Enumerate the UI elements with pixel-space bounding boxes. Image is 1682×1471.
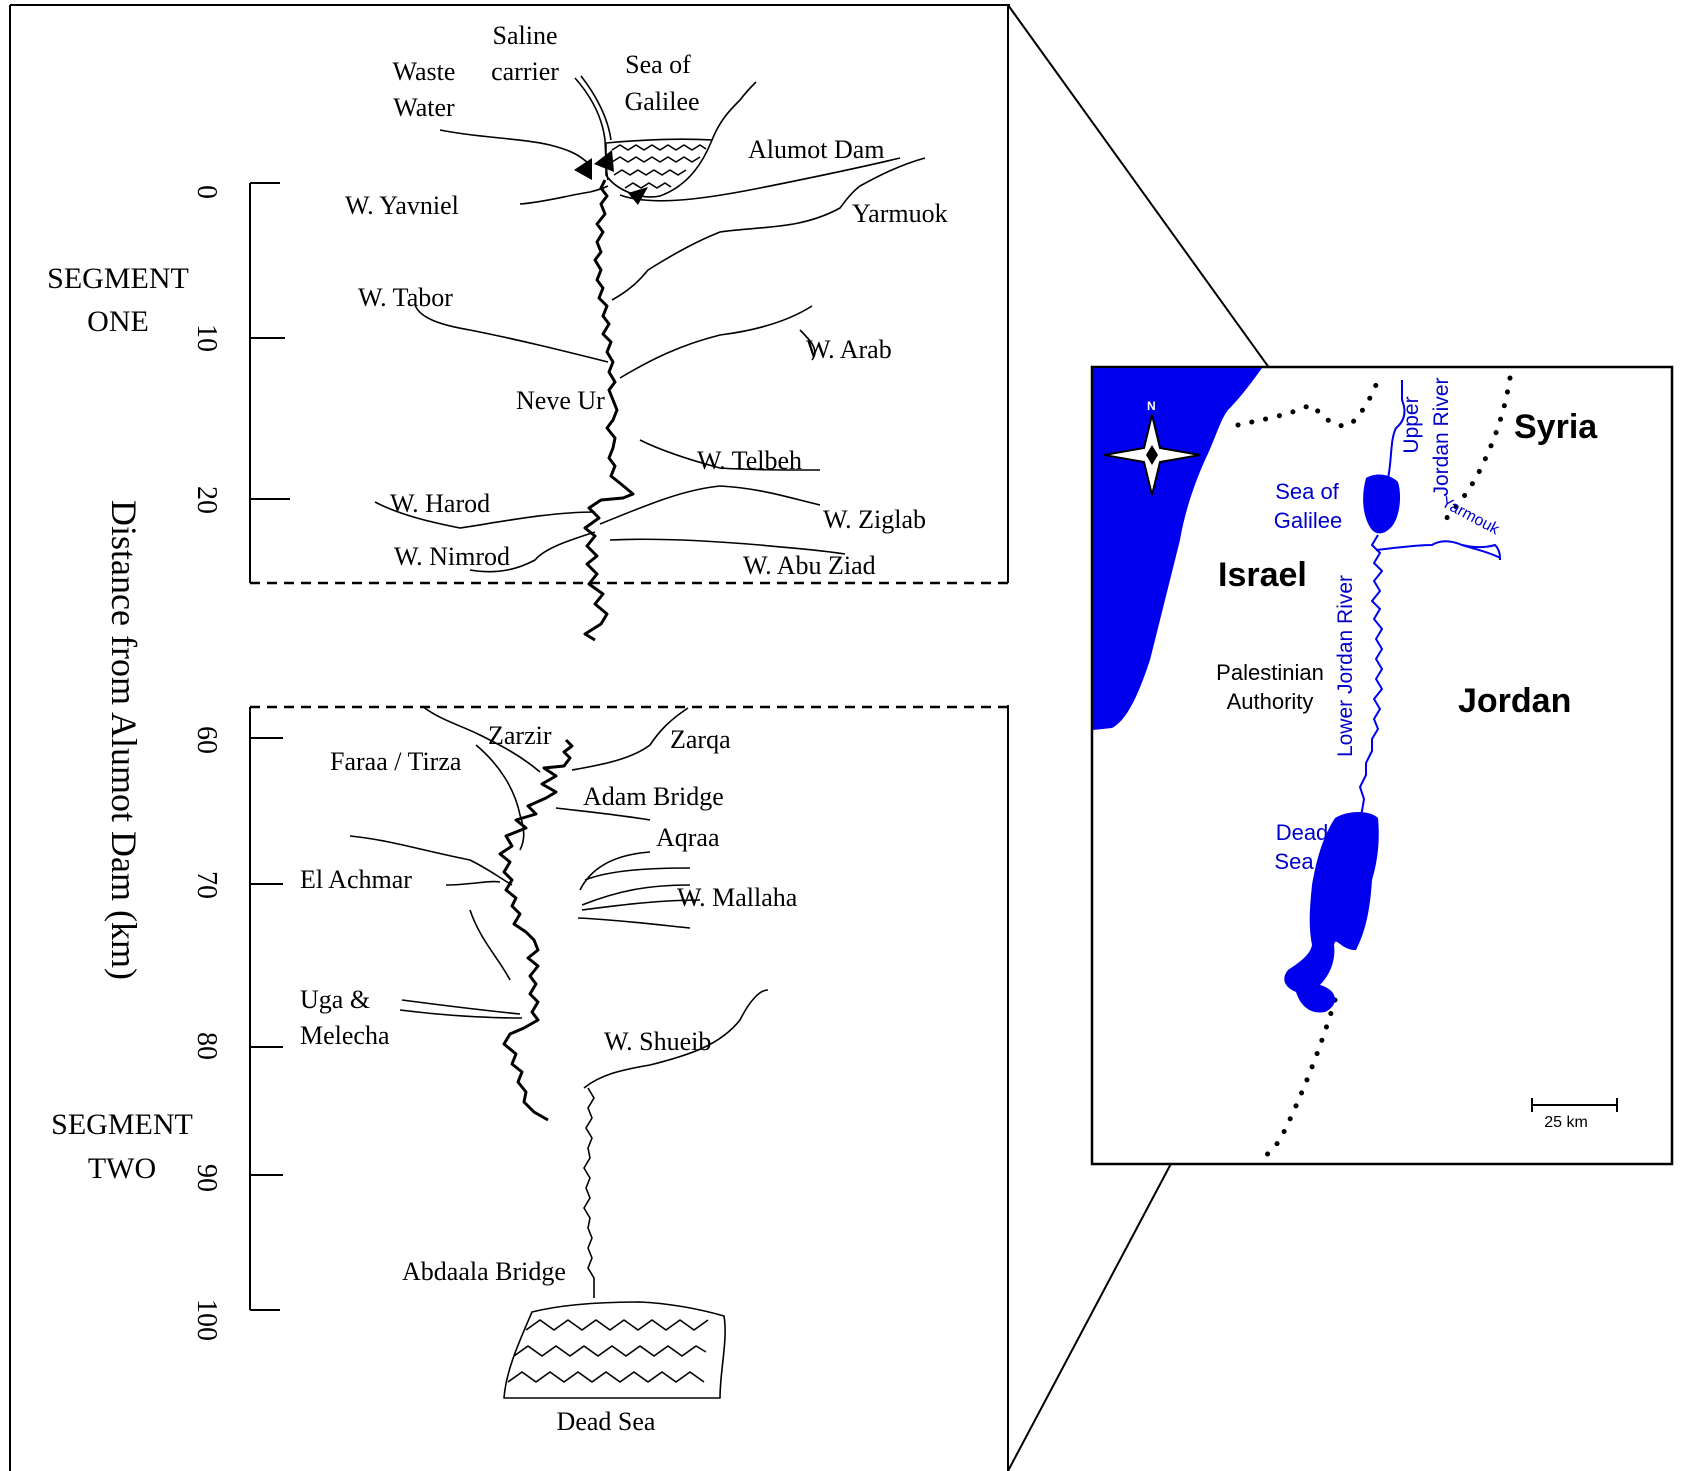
- segment-two-drawing: [349, 705, 769, 1399]
- tick-label-60: 60: [191, 726, 222, 754]
- label-uga-melecha: Uga &: [300, 985, 370, 1014]
- segment-one-drawing: [374, 75, 926, 642]
- segment-two-label-2: TWO: [88, 1152, 156, 1185]
- label-aqraa: Aqraa: [656, 823, 720, 852]
- label-w-shueib: W. Shueib: [604, 1027, 711, 1056]
- axis-label: Distance from Alumot Dam (km): [104, 500, 144, 980]
- arrow-icon: [574, 158, 592, 180]
- label-palestinian-authority: Palestinian: [1216, 660, 1324, 685]
- label-dead-sea: Dead Sea: [557, 1407, 656, 1436]
- label-faraa-tirza: Faraa / Tirza: [330, 747, 462, 776]
- label-waste-water-2: Water: [393, 93, 455, 122]
- inset-map: N 25 km Syria Israel Jordan Palestinian …: [1090, 365, 1674, 1166]
- compass-icon: N: [1103, 399, 1201, 496]
- label-w-nimrod: W. Nimrod: [394, 542, 510, 571]
- tick-label-0: 0: [191, 185, 222, 199]
- label-el-achmar: El Achmar: [300, 865, 412, 894]
- arrow-icon: [628, 187, 648, 205]
- label-sea-of-galilee: Sea of: [625, 50, 691, 79]
- dead-sea-shape: [503, 1301, 726, 1399]
- label-zarzir: Zarzir: [488, 721, 552, 750]
- jordan-river-segment-two: [498, 738, 574, 1122]
- label-w-yavniel: W. Yavniel: [345, 191, 459, 220]
- tick-label-100: 100: [191, 1299, 222, 1341]
- schematic-frame: [9, 4, 1010, 1471]
- segment-one-label-2: ONE: [87, 305, 149, 338]
- segment-one-label: SEGMENT: [47, 262, 189, 295]
- country-label-syria: Syria: [1514, 408, 1598, 446]
- label-w-harod: W. Harod: [390, 489, 490, 518]
- scale-bar-label: 25 km: [1544, 1114, 1588, 1131]
- tick-label-90: 90: [191, 1164, 222, 1192]
- dead-sea-inset: [1284, 812, 1379, 1013]
- label-saline-carrier: Saline: [493, 21, 558, 50]
- tick-label-20: 20: [191, 486, 222, 514]
- label-dead-sea-inset-2: Sea: [1274, 849, 1314, 874]
- label-sea-of-galilee-inset-2: Galilee: [1274, 508, 1342, 533]
- label-waste-water: Waste: [393, 57, 456, 86]
- label-w-telbeh: W. Telbeh: [697, 446, 802, 475]
- label-dead-sea-inset: Dead: [1276, 820, 1329, 845]
- jordan-river-segment-one: [583, 179, 635, 642]
- tick-label-10: 10: [191, 324, 222, 352]
- label-zarqa: Zarqa: [670, 725, 731, 754]
- label-uga-melecha-2: Melecha: [300, 1021, 390, 1050]
- distance-scale-bar-two: [249, 707, 283, 1311]
- label-w-arab: W. Arab: [806, 335, 892, 364]
- label-w-tabor: W. Tabor: [358, 283, 453, 312]
- country-label-jordan: Jordan: [1458, 682, 1571, 720]
- segment-two-label: SEGMENT: [51, 1108, 193, 1141]
- label-abdaala-bridge: Abdaala Bridge: [402, 1257, 566, 1286]
- tick-label-70: 70: [191, 871, 222, 899]
- label-adam-bridge: Adam Bridge: [583, 782, 724, 811]
- label-w-abu-ziad: W. Abu Ziad: [743, 551, 876, 580]
- label-neve-ur: Neve Ur: [516, 386, 605, 415]
- distance-scale-bar-one: [249, 182, 290, 583]
- sea-of-galilee-shape: [605, 138, 713, 198]
- label-lower-jordan-river: Lower Jordan River: [1334, 575, 1357, 757]
- label-saline-carrier-2: carrier: [491, 57, 559, 86]
- compass-north-label: N: [1147, 399, 1156, 413]
- label-upper-jordan-river: Upper: [1400, 396, 1423, 453]
- label-alumot-dam: Alumot Dam: [748, 135, 885, 164]
- label-sea-of-galilee-inset: Sea of: [1275, 479, 1339, 504]
- label-w-ziglab: W. Ziglab: [823, 505, 926, 534]
- label-palestinian-authority-2: Authority: [1227, 689, 1314, 714]
- label-sea-of-galilee-2: Galilee: [624, 87, 699, 116]
- country-label-israel: Israel: [1218, 556, 1307, 594]
- sea-of-galilee-inset: [1363, 474, 1401, 534]
- tick-label-80: 80: [191, 1032, 222, 1060]
- label-w-mallaha: W. Mallaha: [677, 883, 798, 912]
- label-upper-jordan-river-2: Jordan River: [1430, 377, 1453, 496]
- arrow-icon: [594, 150, 614, 172]
- scale-bar: 25 km: [1531, 1098, 1618, 1131]
- label-yarmuok: Yarmuok: [852, 199, 948, 228]
